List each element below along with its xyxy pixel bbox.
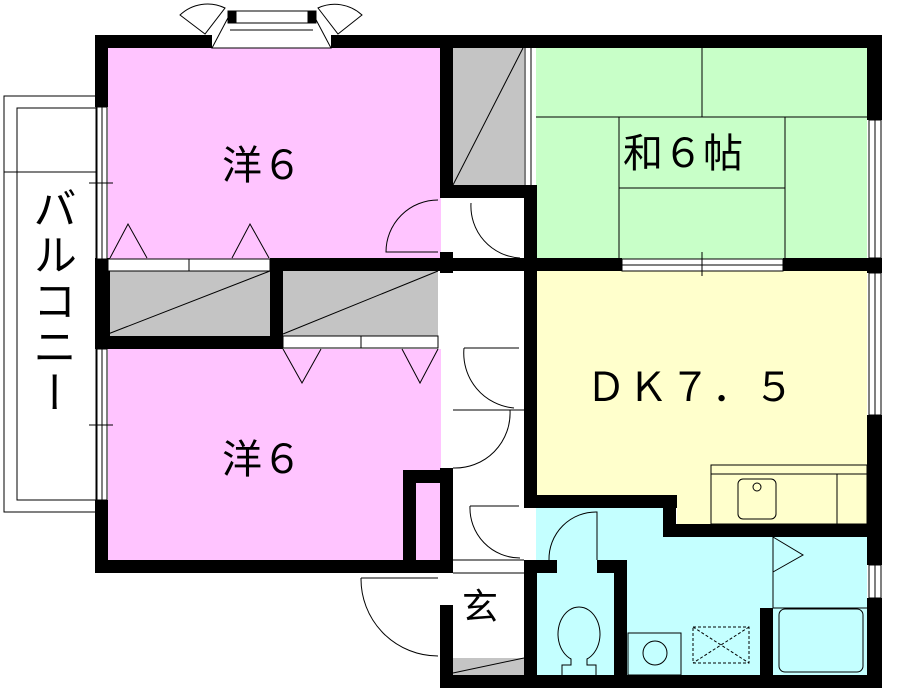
bay-window: [179, 3, 363, 49]
walls: [95, 35, 882, 688]
balcony-label: バルコニー: [25, 186, 76, 416]
western-room-2-floor: [108, 349, 441, 560]
washer-pan-icon: [692, 626, 750, 664]
sink-icon: [737, 478, 777, 520]
closets: [107, 47, 525, 676]
closet-doors: [107, 222, 439, 385]
windows: [89, 106, 882, 599]
entrance-label: 玄: [462, 587, 499, 628]
toilet-icon: [557, 606, 601, 675]
washing-machine-icon: [627, 632, 682, 676]
western-room-1-floor: [108, 47, 441, 259]
hall-lines: [453, 409, 524, 574]
fixtures: [557, 464, 868, 676]
dining-kitchen-label: ＤＫ７．５: [586, 365, 796, 411]
dining-kitchen-floor: [536, 271, 867, 524]
western-room-1-label: 洋６: [222, 143, 302, 189]
bathtub-icon: [778, 608, 864, 673]
doors: [360, 199, 598, 657]
japanese-room-label: 和６帖: [623, 131, 743, 177]
western-room-2-label: 洋６: [222, 437, 302, 483]
